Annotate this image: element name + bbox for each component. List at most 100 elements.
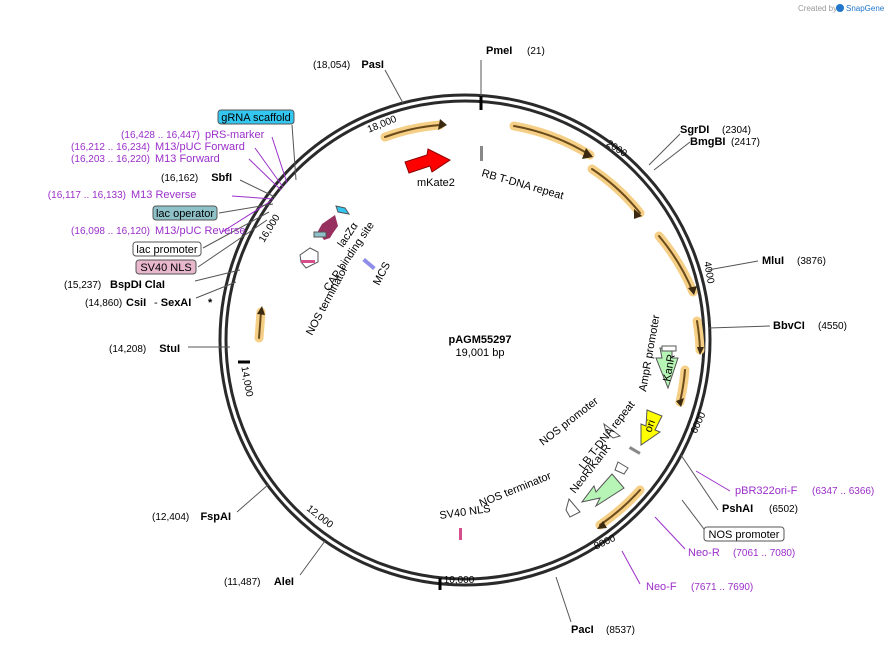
- primer-name: pBR322ori-F: [735, 485, 798, 497]
- primer-left-0[interactable]: (16,428 .. 16,447)pRS-marker: [121, 129, 265, 141]
- mkate2-label: mKate2: [417, 177, 455, 189]
- mkate2-arrow: [404, 148, 451, 174]
- enzyme-position: (18,054): [313, 60, 350, 71]
- feature-box: [703, 526, 785, 542]
- enzyme-name: CsiI: [126, 297, 146, 309]
- rb-repeat-mark: [480, 146, 483, 161]
- enzyme-name: BbvCI: [773, 320, 805, 332]
- feature-box-label: lac promoter: [136, 244, 197, 256]
- enzyme-site-2[interactable]: (2417)BmgBI: [690, 136, 760, 148]
- enzyme-extra: - ClaI: [138, 279, 165, 291]
- primer-range: (7671 .. 7690): [691, 582, 753, 593]
- primer-left-1[interactable]: (16,212 .. 16,234)M13/pUC Forward: [71, 141, 245, 153]
- primer-range: (6347 .. 6366): [812, 486, 874, 497]
- sv40-nls-mark: [459, 528, 462, 540]
- orf-arrowheads: [257, 119, 704, 529]
- enzyme-leader-lines: [188, 60, 771, 623]
- plasmid-backbone-inner: [224, 99, 706, 581]
- boxed-feature-0[interactable]: gRNA scaffold: [217, 109, 295, 125]
- orf-1: [384, 124, 441, 138]
- enzyme-name: FspAI: [200, 511, 231, 523]
- feature-box-label: NOS promoter: [709, 529, 780, 541]
- enzyme-site-12[interactable]: (16,162)SbfI: [161, 172, 232, 184]
- snapgene-logo-icon: [836, 4, 844, 12]
- enzyme-site-6[interactable]: (8537) PacI: [571, 624, 635, 636]
- enzyme-position: (16,162): [161, 173, 198, 184]
- enzyme-name: MluI: [762, 255, 784, 267]
- boxed-feature-1[interactable]: lac operator: [152, 205, 218, 221]
- primer-left-3[interactable]: (16,117 .. 16,133)M13 Reverse: [48, 189, 197, 201]
- credit-brand: SnapGene: [846, 4, 885, 13]
- ring-tick-label-4: 10,000: [444, 575, 475, 586]
- mcs-mark: [362, 257, 376, 271]
- primer-range: (16,203 .. 16,220): [71, 154, 150, 165]
- enzyme-name: StuI: [159, 343, 180, 355]
- enzyme-site-11[interactable]: (15,237)BspDI- ClaI: [64, 279, 165, 291]
- sv40-nls-left-mark: [301, 260, 315, 263]
- enzyme-position: (6502): [769, 504, 798, 515]
- feature-box: [217, 109, 295, 125]
- rb-repeat-label: RB T-DNA repeat: [480, 167, 565, 202]
- primer-name: pRS-marker: [205, 129, 265, 141]
- enzyme-site-4[interactable]: (4550)BbvCI: [773, 320, 847, 332]
- boxed-feature-3[interactable]: SV40 NLS: [135, 259, 197, 275]
- enzyme-extra-dash: -: [138, 279, 145, 291]
- plasmid-size: 19,001 bp: [456, 347, 505, 359]
- enzyme-site-10[interactable]: (14,860)CsiI- SexAI*: [85, 297, 213, 309]
- primer-right-1[interactable]: Neo-R (7061 .. 7080): [688, 547, 795, 559]
- enzyme-position: (21): [527, 46, 545, 57]
- enzyme-site-13[interactable]: (18,054) PasI: [313, 59, 384, 71]
- ring-major-ticks: [238, 96, 483, 590]
- enzyme-position: (2304): [722, 125, 751, 136]
- enzyme-site-7[interactable]: (11,487)AleI: [224, 576, 294, 588]
- primer-right-2[interactable]: Neo-F(7671 .. 7690): [646, 581, 753, 593]
- feature-leader-lines: [197, 124, 708, 534]
- enzyme-site-8[interactable]: (12,404)FspAI: [152, 511, 231, 523]
- enzyme-site-0[interactable]: (21)PmeI: [486, 45, 545, 57]
- enzyme-site-9[interactable]: (14,208) StuI: [109, 343, 180, 355]
- boxed-feature-2[interactable]: lac promoter: [132, 241, 202, 257]
- ori-arrow: [640, 409, 663, 446]
- neor-arrow: [580, 473, 625, 508]
- primer-labels: (16,428 .. 16,447)pRS-marker(16,212 .. 1…: [48, 129, 874, 593]
- credit-prefix: Created by: [798, 4, 837, 13]
- grna-scaffold-mark: [335, 205, 351, 215]
- primer-name: M13/pUC Forward: [155, 141, 245, 153]
- orf-3: [591, 168, 641, 214]
- enzyme-position: (14,208): [109, 344, 146, 355]
- feature-box-label: gRNA scaffold: [221, 112, 291, 124]
- nos-terminator-right-mark: [565, 497, 581, 518]
- enzyme-site-1[interactable]: (2304)SgrDI: [680, 124, 751, 136]
- primer-range: (16,098 .. 16,120): [71, 226, 150, 237]
- boxed-feature-4[interactable]: NOS promoter: [703, 526, 785, 542]
- primer-name: Neo-R: [688, 547, 720, 559]
- primer-name: M13 Forward: [155, 153, 220, 165]
- mcs-label: MCS: [371, 260, 393, 287]
- orf-3-halo: [587, 164, 645, 218]
- ampr-promoter-mark: [661, 345, 677, 352]
- feature-box: [132, 241, 202, 257]
- primer-name: M13/pUC Reverse: [155, 225, 245, 237]
- enzyme-site-3[interactable]: (3876) MluI: [762, 255, 826, 267]
- ring-tick-label-3: 8000: [593, 533, 618, 553]
- enzyme-site-5[interactable]: (6502) PshAI: [722, 503, 798, 515]
- primer-left-4[interactable]: (16,098 .. 16,120) M13/pUC Reverse: [71, 225, 245, 237]
- enzyme-name: PshAI: [722, 503, 753, 515]
- enzyme-star: *: [208, 297, 213, 309]
- enzyme-name: PacI: [571, 624, 594, 636]
- lac-operator-mark: [313, 231, 327, 238]
- primer-left-2[interactable]: (16,203 .. 16,220) M13 Forward: [71, 153, 220, 165]
- ampr-promoter-label: AmpR promoter: [637, 314, 662, 393]
- plasmid-name: pAGM55297: [449, 334, 512, 346]
- enzyme-name: BspDI: [110, 279, 142, 291]
- primer-range: (7061 .. 7080): [733, 548, 795, 559]
- enzyme-name: AleI: [274, 576, 294, 588]
- orf-features: [254, 120, 705, 530]
- enzyme-position: (8537): [606, 625, 635, 636]
- primer-right-0[interactable]: pBR322ori-F (6347 .. 6366): [735, 485, 874, 497]
- enzyme-name: PasI: [361, 59, 384, 71]
- enzyme-extra: - SexAI: [154, 297, 191, 309]
- enzyme-name: BmgBI: [690, 136, 725, 148]
- enzyme-position: (3876): [797, 256, 826, 267]
